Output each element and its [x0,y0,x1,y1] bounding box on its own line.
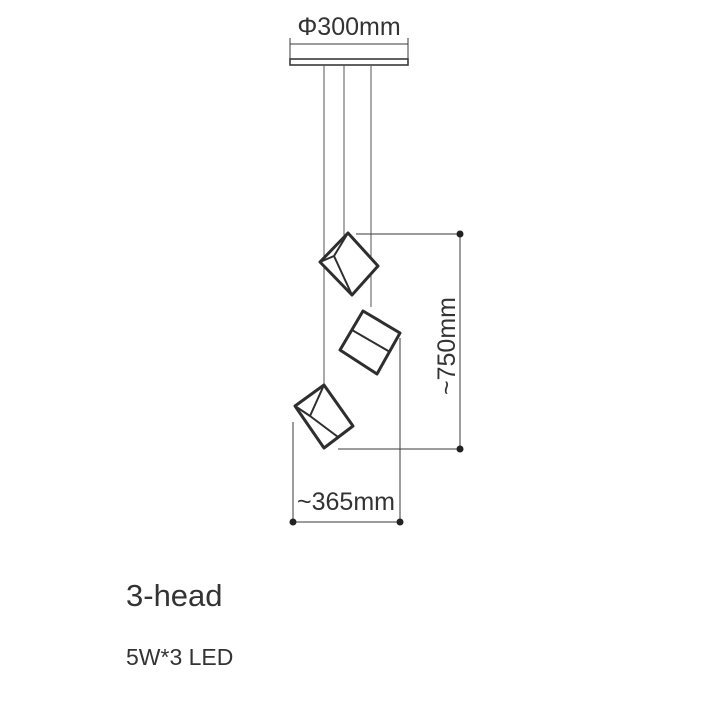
spread-width-label: ~365mm [297,488,395,516]
product-spec: 5W*3 LED [126,644,234,670]
width-dimension-right-dot [396,518,404,526]
lamp-head-top [318,231,380,297]
product-title: 3-head [126,578,223,613]
height-dimension-top-dot [456,230,464,238]
lamp-head-bottom [293,383,355,450]
ceiling-canopy [289,58,409,66]
height-dimension-bottom-dot [456,445,464,453]
height-dimension [338,233,461,450]
width-dimension-left-dot [289,518,297,526]
canopy-diameter-label: Φ300mm [297,13,400,41]
width-dimension [292,338,401,523]
drop-height-label: ~750mm [433,297,461,395]
lamp-head-middle [338,309,402,376]
canopy-dimension [289,38,409,62]
